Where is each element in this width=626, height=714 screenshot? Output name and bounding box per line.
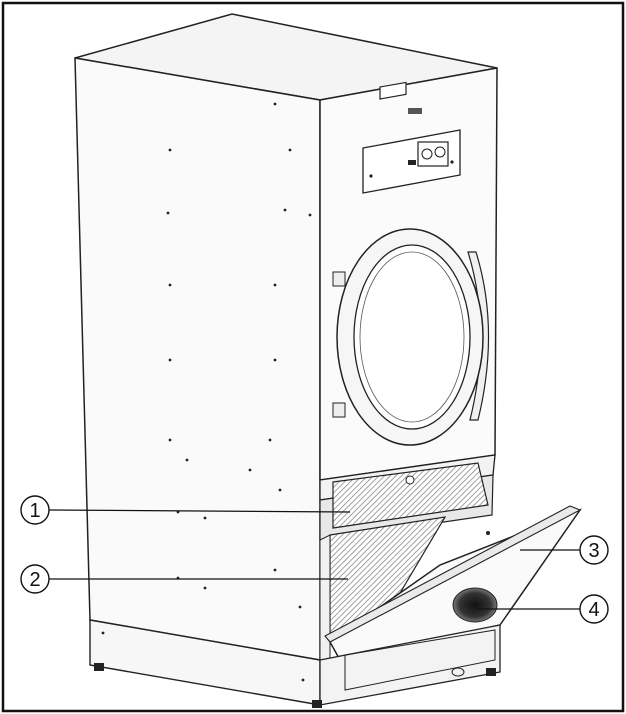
callout-leader-1 (48, 509, 351, 513)
callout-1-label: 1 (29, 500, 40, 522)
hatch-vent-grille (452, 587, 498, 623)
foot-right (486, 668, 496, 676)
callout-4-label: 4 (588, 599, 599, 621)
side-panel-screws (101, 102, 312, 682)
dryer-door (336, 228, 484, 446)
upper-lint-filter (332, 462, 489, 529)
callout-4: 4 (579, 594, 609, 624)
control-panel (362, 81, 461, 194)
dryer-side-panel (74, 57, 321, 661)
brand-logo (408, 108, 422, 114)
callout-1: 1 (20, 495, 50, 525)
door-hinge-top (332, 271, 346, 287)
callout-3: 3 (579, 535, 609, 565)
foot-left (94, 663, 104, 671)
callout-2-label: 2 (29, 569, 40, 591)
door-hinge-bottom (332, 402, 346, 418)
callout-2: 2 (20, 564, 50, 594)
foot-front (312, 700, 322, 708)
callout-3-label: 3 (588, 540, 599, 562)
